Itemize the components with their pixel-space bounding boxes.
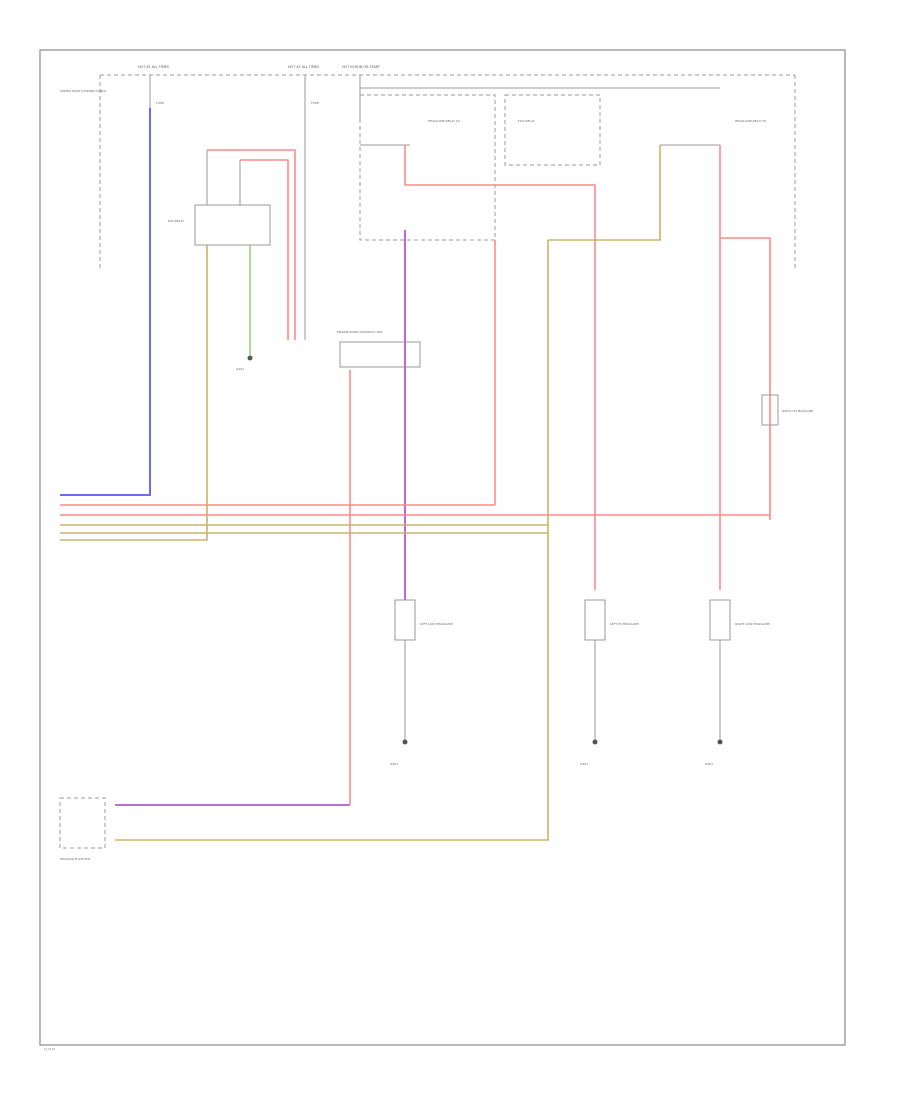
red-wire-fuse2 xyxy=(207,149,296,340)
right-low-headlamp-box xyxy=(709,599,731,641)
headlamp-relay-lo-box xyxy=(359,94,496,241)
ground-junction-1 xyxy=(247,355,253,361)
fog-relay-label: FOG RELAY xyxy=(518,119,535,123)
fuse-1-label: FUSE xyxy=(156,101,164,105)
ground-2-label: G301 xyxy=(390,762,398,766)
right-low-headlamp-label: RIGHT LOW HEADLAMP xyxy=(735,622,770,626)
headlamp-relay-lo-label: HEADLAMP RELAY LO xyxy=(428,119,461,123)
red-wire-lo-relay xyxy=(404,145,596,590)
control-unit-label: ENGINE ROOM CONTROL UNIT xyxy=(337,330,383,334)
tan-wire-left xyxy=(60,245,208,541)
combo-switch-label: HEADLIGHT SWITCH xyxy=(60,857,90,861)
tan-wire-right xyxy=(115,240,549,841)
ground-junction-3 xyxy=(592,739,598,745)
diagram-frame xyxy=(39,49,846,1046)
hot-label-2: HOT AT ALL TIMES xyxy=(288,65,319,69)
ground-1-label: G201 xyxy=(236,367,244,371)
left-relay-box xyxy=(194,204,271,246)
red-wire-hi-loop xyxy=(720,237,771,520)
hot-label-3: HOT IN RUN OR START xyxy=(342,65,381,69)
control-unit-box xyxy=(339,341,421,368)
fuse-2-label: FUSE xyxy=(311,101,319,105)
right-hi-headlamp-box xyxy=(761,394,779,426)
left-low-headlamp-box xyxy=(394,599,416,641)
page-footer: (1 of 2) xyxy=(44,1047,55,1051)
ground-junction-4 xyxy=(717,739,723,745)
left-hi-headlamp-label: LEFT HI HEADLAMP xyxy=(610,622,639,626)
left-low-headlamp-label: LEFT LOW HEADLAMP xyxy=(420,622,453,626)
hot-label-1: HOT AT ALL TIMES xyxy=(138,65,169,69)
right-hi-headlamp-label: RIGHT HI HEADLAMP xyxy=(782,409,813,413)
ground-4-label: G501 xyxy=(705,762,713,766)
ground-3-label: G401 xyxy=(580,762,588,766)
headlamp-relay-hi-label: HEADLAMP RELAY HI xyxy=(735,119,766,123)
dim-relay-label: DIM RELAY xyxy=(168,219,184,223)
red-wire-fuse2b xyxy=(240,159,289,340)
ground-junction-2 xyxy=(402,739,408,745)
left-box-label: UNDER-DASH FUSE/RELAY BOX xyxy=(60,89,106,93)
tan-wire-top xyxy=(548,145,661,241)
combo-switch-box xyxy=(59,797,106,849)
fog-relay-box xyxy=(504,94,601,166)
left-hi-headlamp-box xyxy=(584,599,606,641)
blue-wire xyxy=(60,108,151,496)
